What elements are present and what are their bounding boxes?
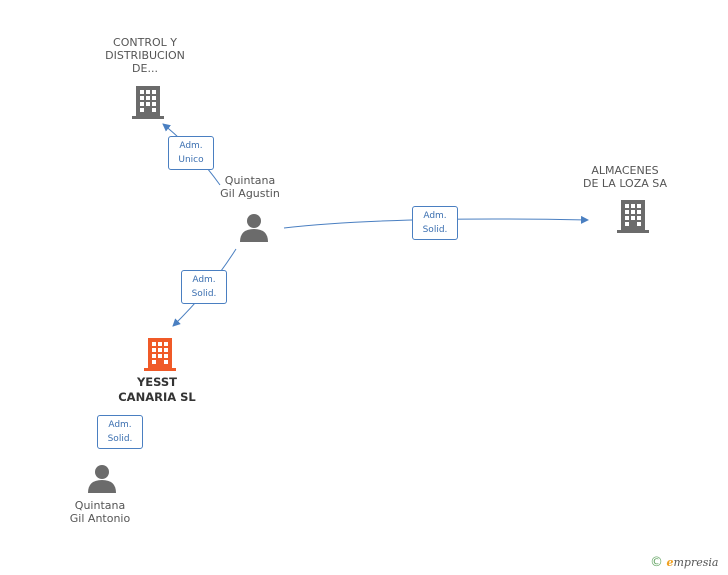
building-icon[interactable] <box>617 198 649 234</box>
person-icon[interactable] <box>86 463 118 493</box>
empresia-logo[interactable]: © empresia <box>650 555 718 570</box>
building-icon[interactable] <box>144 336 176 372</box>
node-label-quintana-antonio[interactable]: Quintana Gil Antonio <box>69 499 131 525</box>
edge-badge-to-yesst[interactable]: Adm. Solid. <box>181 270 227 304</box>
building-icon[interactable] <box>132 84 164 120</box>
person-icon[interactable] <box>238 212 270 242</box>
node-label-control[interactable]: CONTROL Y DISTRIBUCION DE... <box>105 36 185 75</box>
copyright-symbol: © <box>650 555 663 570</box>
edge-badge-to-control[interactable]: Adm. Unico <box>168 136 214 170</box>
node-label-quintana-agustin[interactable]: Quintana Gil Agustin <box>220 174 280 200</box>
edge-badge-antonio-yesst[interactable]: Adm. Solid. <box>97 415 143 449</box>
brand-name: empresia <box>666 556 719 569</box>
node-label-yesst[interactable]: YESST CANARIA SL <box>118 375 196 404</box>
node-label-almacenes[interactable]: ALMACENES DE LA LOZA SA <box>583 164 667 190</box>
edge-badge-to-almacenes[interactable]: Adm. Solid. <box>412 206 458 240</box>
